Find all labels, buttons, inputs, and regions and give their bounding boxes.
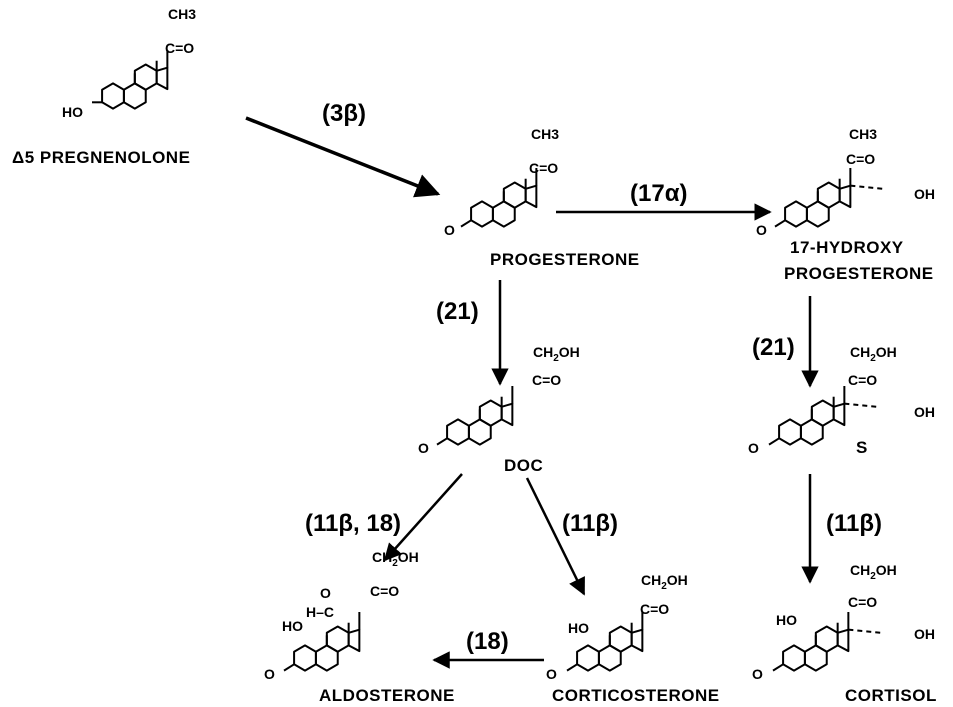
label-pregnenolone: Δ5 PREGNENOLONE — [12, 148, 191, 167]
arrow-doc-to-corticosterone — [525, 477, 586, 596]
progesterone-top-group: CH3 — [531, 126, 560, 142]
hydroxyprogesterone-ketone-bond — [774, 219, 786, 228]
label-progesterone: PROGESTERONE — [490, 250, 640, 269]
enzyme-18: (18) — [466, 628, 509, 655]
pregnenolone-ring-c — [133, 63, 158, 91]
aldosterone-c11-hydroxyl: HO — [282, 618, 303, 634]
corticosterone-ring-d — [630, 628, 644, 653]
cortisol-carbonyl: C=O — [848, 594, 878, 610]
s-carbonyl: C=O — [848, 372, 878, 388]
corticosterone-ring-c — [608, 625, 633, 653]
doc-ring-c — [478, 399, 503, 427]
doc-ring-a — [446, 418, 470, 446]
aldosterone-ring-a-group: O — [264, 666, 275, 682]
s-top-group: CH2OH — [850, 344, 897, 364]
progesterone-ring-a-group: O — [444, 222, 455, 238]
progesterone-ring-a — [470, 200, 494, 228]
s-17-oh-bond — [844, 402, 878, 408]
aldosterone-ketone-bond — [283, 663, 295, 672]
reaction-arrows — [245, 116, 819, 669]
aldosterone-carbonyl: C=O — [370, 583, 400, 599]
label-hydroxyprogesterone-line1: 17-HYDROXY — [790, 238, 904, 257]
cortisol-ring-a-group: O — [752, 666, 763, 682]
s-17-oh: OH — [914, 404, 935, 420]
hydroxyprogesterone-ring-a — [784, 200, 808, 228]
enzyme-11beta-18: (11β, 18) — [305, 510, 402, 537]
hydroxyprogesterone-top-group: CH3 — [849, 126, 878, 142]
s-ring-d — [832, 402, 846, 427]
progesterone-carbonyl: C=O — [529, 160, 559, 176]
pregnenolone-carbonyl: C=O — [165, 40, 195, 56]
s-ring-a — [778, 418, 802, 446]
enzyme-17alpha: (17α) — [630, 180, 688, 207]
hydroxyprogesterone-carbonyl: C=O — [846, 151, 876, 167]
cortisol-top-group: CH2OH — [850, 562, 897, 582]
aldosterone-ring-a — [293, 644, 317, 672]
cortisol-ketone-bond — [772, 663, 784, 672]
enzyme-11beta-middle: (11β) — [562, 510, 619, 537]
enzyme-3beta: (3β) — [322, 100, 366, 127]
aldosterone-top-group: CH2OH — [372, 549, 419, 569]
aldosterone-aldehyde-oxygen: O — [320, 585, 331, 601]
hydroxyprogesterone-ring-d — [838, 184, 852, 209]
aldosterone-ring-d — [347, 628, 361, 653]
corticosterone-c11-hydroxyl: HO — [568, 620, 589, 636]
cortisol-ring-a — [782, 644, 806, 672]
hydroxyprogesterone-ring-a-group: O — [756, 222, 767, 238]
s-ring-c — [810, 399, 835, 427]
label-cortisol: CORTISOL — [845, 686, 937, 705]
doc-carbonyl: C=O — [532, 372, 562, 388]
doc-top-group: CH2OH — [533, 344, 580, 364]
aldosterone-aldehyde-hc: H–C — [306, 604, 335, 620]
pregnenolone-top-group: CH3 — [168, 6, 197, 22]
hydroxyprogesterone-ring-c — [816, 181, 841, 209]
label-s: S — [856, 438, 868, 457]
corticosterone-ring-a — [576, 644, 600, 672]
enzyme-21-right: (21) — [752, 334, 795, 361]
progesterone-ring-d — [524, 184, 538, 209]
label-doc: DOC — [504, 456, 544, 475]
corticosterone-top-group: CH2OH — [641, 572, 688, 592]
pregnenolone-ring-a — [101, 82, 125, 110]
s-ring-a-group: O — [748, 440, 759, 456]
molecule-structures — [92, 50, 884, 672]
enzyme-11beta-right: (11β) — [826, 510, 883, 537]
cortisol-17-oh-bond — [848, 628, 882, 634]
label-corticosterone: CORTICOSTERONE — [552, 686, 720, 705]
arrow-doc-to-aldosterone — [383, 473, 463, 562]
doc-ring-d — [500, 402, 514, 427]
corticosterone-ketone-bond — [566, 663, 578, 672]
corticosterone-carbonyl: C=O — [640, 601, 670, 617]
progesterone-ring-c — [502, 181, 527, 209]
corticosterone-ring-a-group: O — [546, 666, 557, 682]
cortisol-17-oh: OH — [914, 626, 935, 642]
s-ketone-bond — [768, 437, 780, 446]
doc-ring-a-group: O — [418, 440, 429, 456]
progesterone-ketone-bond — [460, 219, 472, 228]
label-aldosterone: ALDOSTERONE — [319, 686, 455, 705]
label-hydroxyprogesterone-line2: PROGESTERONE — [784, 264, 934, 283]
hydroxyprogesterone-17-oh: OH — [914, 186, 935, 202]
pregnenolone-ring-d — [155, 66, 169, 91]
hydroxyprogesterone-17-oh-bond — [850, 184, 884, 190]
pregnenolone-ring-a-group: HO — [62, 104, 83, 120]
aldosterone-ring-c — [325, 625, 350, 653]
cortisol-ring-d — [836, 628, 850, 653]
enzyme-21-left: (21) — [436, 298, 479, 325]
cortisol-c11-hydroxyl: HO — [776, 612, 797, 628]
cortisol-ring-c — [814, 625, 839, 653]
arrow-pregnenolone-to-progesterone — [245, 116, 441, 198]
doc-ketone-bond — [436, 437, 448, 446]
